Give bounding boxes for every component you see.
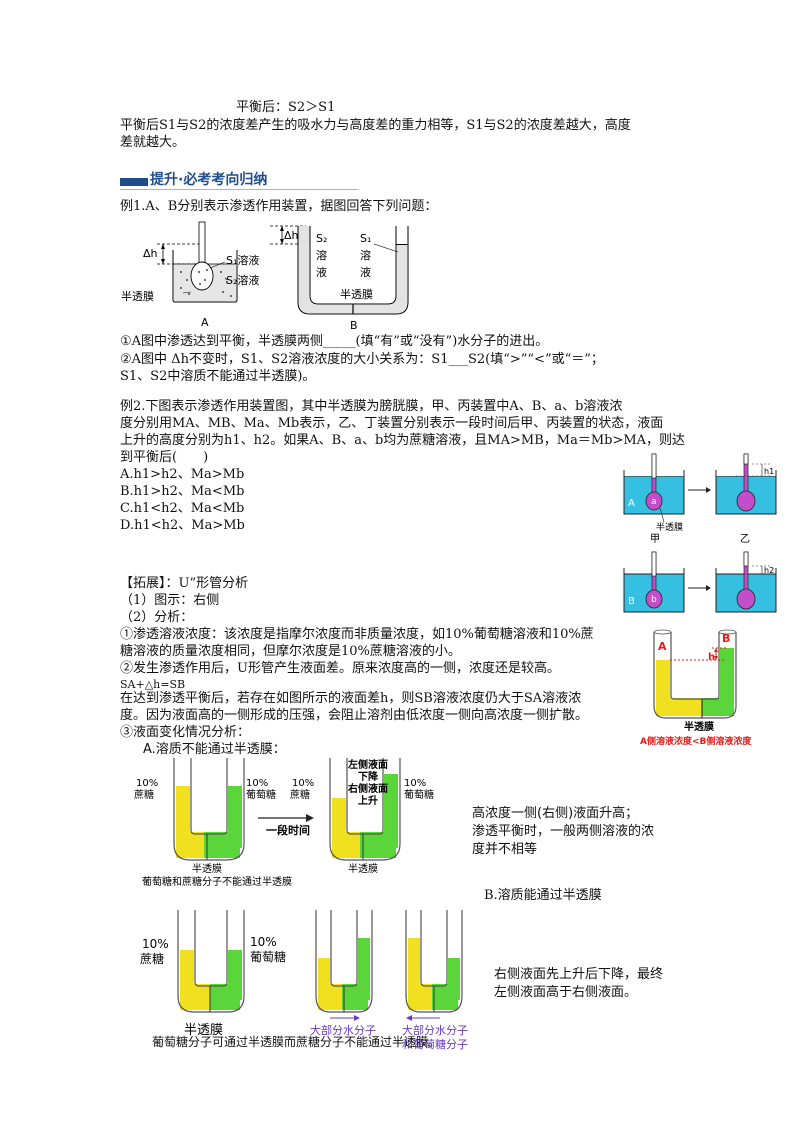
- extension-line: 糖溶液的质量浓度相同，但摩尔浓度是10%蔗糖溶液的小。: [120, 644, 461, 659]
- membrane-label: 半透膜: [656, 521, 683, 533]
- option-d: D.h1<h2、Ma>Mb: [120, 518, 245, 533]
- question-2: ②A图中 Δh不变时，S1、S2溶液浓度的大小关系为：S1___S2(填“>”“…: [120, 352, 604, 367]
- example2-line: 例2.下图表示渗透作用装置图，其中半透膜为膀胱膜，甲、丙装置中A、B、a、b溶液…: [120, 399, 623, 414]
- case-a-note: 渗透平衡时，一般两侧溶液的浓: [472, 824, 655, 839]
- case-a-note: 度并不相等: [472, 842, 538, 857]
- example2-line: 度分别用MA、MB、Ma、Mb表示，乙、丁装置分别表示一段时间后甲、丙装置的状态…: [120, 416, 664, 431]
- case-b-label: B.溶质能通过半透膜: [484, 888, 602, 903]
- question-1: ①A图中渗透达到平衡，半透膜两侧_____(填“有”或“没有”)水分子的进出。: [120, 334, 549, 349]
- delta-h-label: Δh: [143, 247, 158, 260]
- case-b-figure: 10% 蔗糖 10% 葡萄糖 半透膜 大部分水分子 大部分水分子 和葡萄糖分子: [140, 910, 468, 1051]
- sucrose-label: 蔗糖: [134, 788, 154, 801]
- glucose-label: 葡萄糖: [404, 788, 434, 801]
- center-label: 上升: [358, 794, 378, 807]
- option-b: B.h1>h2、Ma<Mb: [120, 484, 245, 499]
- arrow-label: 一段时间: [266, 823, 310, 837]
- paragraph-line: 平衡后S1与S2的浓度差产生的吸水力与高度差的重力相等，S1与S2的浓度差越大，…: [120, 118, 631, 133]
- extension-title: 【拓展】：U”形管分析: [120, 576, 249, 591]
- sucrose-label: 蔗糖: [140, 951, 164, 966]
- glucose-pct: 10%: [246, 778, 268, 789]
- figure-b-label: B: [350, 319, 358, 332]
- membrane-label: 半透膜: [121, 289, 154, 303]
- h2-label: h2: [764, 566, 774, 575]
- heading-title: 提升·必考考向归纳: [150, 172, 268, 188]
- u-tube-after: [329, 758, 401, 861]
- extension-line: （1）图示：右侧: [120, 593, 220, 608]
- formula: SA+△h=SB: [120, 678, 186, 691]
- center-label: 右侧液面: [347, 782, 388, 795]
- membrane-label: 半透膜: [684, 720, 714, 733]
- solution-b-label: B: [628, 596, 635, 607]
- heading-bar: [120, 178, 148, 186]
- side-b-label: B: [722, 632, 730, 645]
- s1-label: 溶: [360, 248, 371, 262]
- side-a-label: A: [658, 640, 667, 653]
- question-2-cont: S1、S2中溶质不能通过半透膜)。: [120, 369, 316, 384]
- glucose-pct: 10%: [250, 935, 277, 949]
- membrane-label: 半透膜: [348, 862, 378, 875]
- section-heading: 提升·必考考向归纳: [120, 168, 358, 190]
- utube-caption: A侧溶液浓度<B侧溶液浓度: [640, 735, 752, 747]
- water-molecules-label: 大部分水分子: [310, 1023, 376, 1037]
- s2-label: 溶: [316, 248, 327, 262]
- case-a-caption: 葡萄糖和蔗糖分子不能通过半透膜: [142, 875, 292, 888]
- s1-label: 液: [360, 265, 371, 279]
- example2-line: 到平衡后( ): [120, 450, 209, 465]
- s2-label: 液: [316, 265, 327, 279]
- label-jia: 甲: [650, 534, 660, 545]
- label-yi: 乙: [740, 533, 750, 545]
- glucose-label: 葡萄糖: [246, 788, 276, 801]
- case-b-note: 左侧液面高于右侧液面。: [494, 985, 638, 1000]
- extension-line: ②发生渗透作用后，U形管产生液面差。原来浓度高的一侧，浓度还是较高。: [120, 661, 560, 676]
- solution-a-small-label: a: [651, 497, 657, 507]
- option-a: A.h1>h2、Ma>Mb: [120, 467, 245, 482]
- s2-label: S₂: [316, 232, 327, 245]
- center-label: 下降: [358, 770, 379, 783]
- example2-line: 上升的高度分别为h1、h2。如果A、B、a、b均为蔗糖溶液，且MA>MB，Ma＝…: [120, 433, 686, 448]
- solution-a-label: A: [628, 498, 635, 509]
- option-c: C.h1<h2、Ma<Mb: [120, 501, 245, 516]
- osmosis-figure-b: Δh S₂ 溶 液 S₁ 溶 液 半透膜 B: [270, 225, 409, 332]
- sucrose-pct: 10%: [292, 778, 314, 789]
- heading-rule: [120, 189, 358, 190]
- balance-line: 平衡后：S2＞S1: [236, 100, 336, 115]
- extension-line: ①渗透溶液浓度：该浓度是指摩尔浓度而非质量浓度，如10%葡萄糖溶液和10%蔗: [120, 627, 594, 642]
- h-label: h: [708, 652, 715, 663]
- example1-intro: 例1.A、B分别表示渗透作用装置，据图回答下列问题：: [120, 199, 438, 214]
- case-a-figure: 10% 蔗糖 10% 葡萄糖 半透膜 一段时间 10% 蔗糖 10% 葡萄糖 左…: [134, 758, 434, 888]
- delta-h-label: Δh: [284, 229, 299, 242]
- center-label: 左侧液面: [347, 758, 388, 771]
- sucrose-pct: 10%: [136, 778, 158, 789]
- h1-label: h1: [764, 467, 774, 476]
- paragraph-line: 差就越大。: [120, 135, 186, 150]
- case-a-note: 高浓度一侧(右侧)液面升高；: [472, 806, 639, 821]
- sucrose-pct: 10%: [142, 937, 169, 951]
- membrane-label: 半透膜: [192, 862, 222, 875]
- solution-b-small-label: b: [651, 595, 657, 605]
- extension-line: 在达到渗透平衡后，若存在如图所示的液面差h，则SB溶液浓度仍大于SA溶液浓: [120, 691, 582, 706]
- water-molecules-label: 大部分水分子: [402, 1023, 468, 1037]
- osmosis-figure-a: Δh S₁溶液 S₂溶液 半透膜 A: [121, 221, 259, 329]
- glucose-pct: 10%: [404, 778, 426, 789]
- membrane-label: 半透膜: [184, 1023, 223, 1038]
- glucose-molecules-label: 和葡萄糖分子: [402, 1037, 468, 1051]
- case-b-note: 右侧液面先上升后下降，最终: [494, 967, 664, 982]
- osmosis-apparatus-figure: A a 半透膜 甲 h1 乙 B b h2: [623, 453, 777, 613]
- s1-label: S₁: [360, 232, 371, 245]
- case-b-caption: 葡萄糖分子可通过半透膜而蔗糖分子不能通过半透膜。: [152, 1035, 441, 1049]
- sucrose-label: 蔗糖: [290, 788, 310, 801]
- extension-line: 度。因为液面高的一侧形成的压强，会阻止溶剂由低浓度一侧向高浓度一侧扩散。: [120, 708, 589, 723]
- membrane-label: 半透膜: [340, 287, 373, 301]
- glucose-label: 葡萄糖: [250, 949, 286, 964]
- extension-line: ③液面变化情况分析：: [120, 725, 251, 740]
- s2-label: S₂溶液: [226, 273, 259, 287]
- u-tube-figure: h A B 半透膜 A侧溶液浓度<B侧溶液浓度: [640, 629, 752, 747]
- s1-label: S₁溶液: [226, 253, 259, 267]
- u-tube-initial: [173, 758, 245, 861]
- extension-line: （2）分析：: [120, 610, 194, 625]
- case-a-label: A.溶质不能通过半透膜：: [143, 742, 286, 757]
- figure-a-label: A: [201, 316, 209, 329]
